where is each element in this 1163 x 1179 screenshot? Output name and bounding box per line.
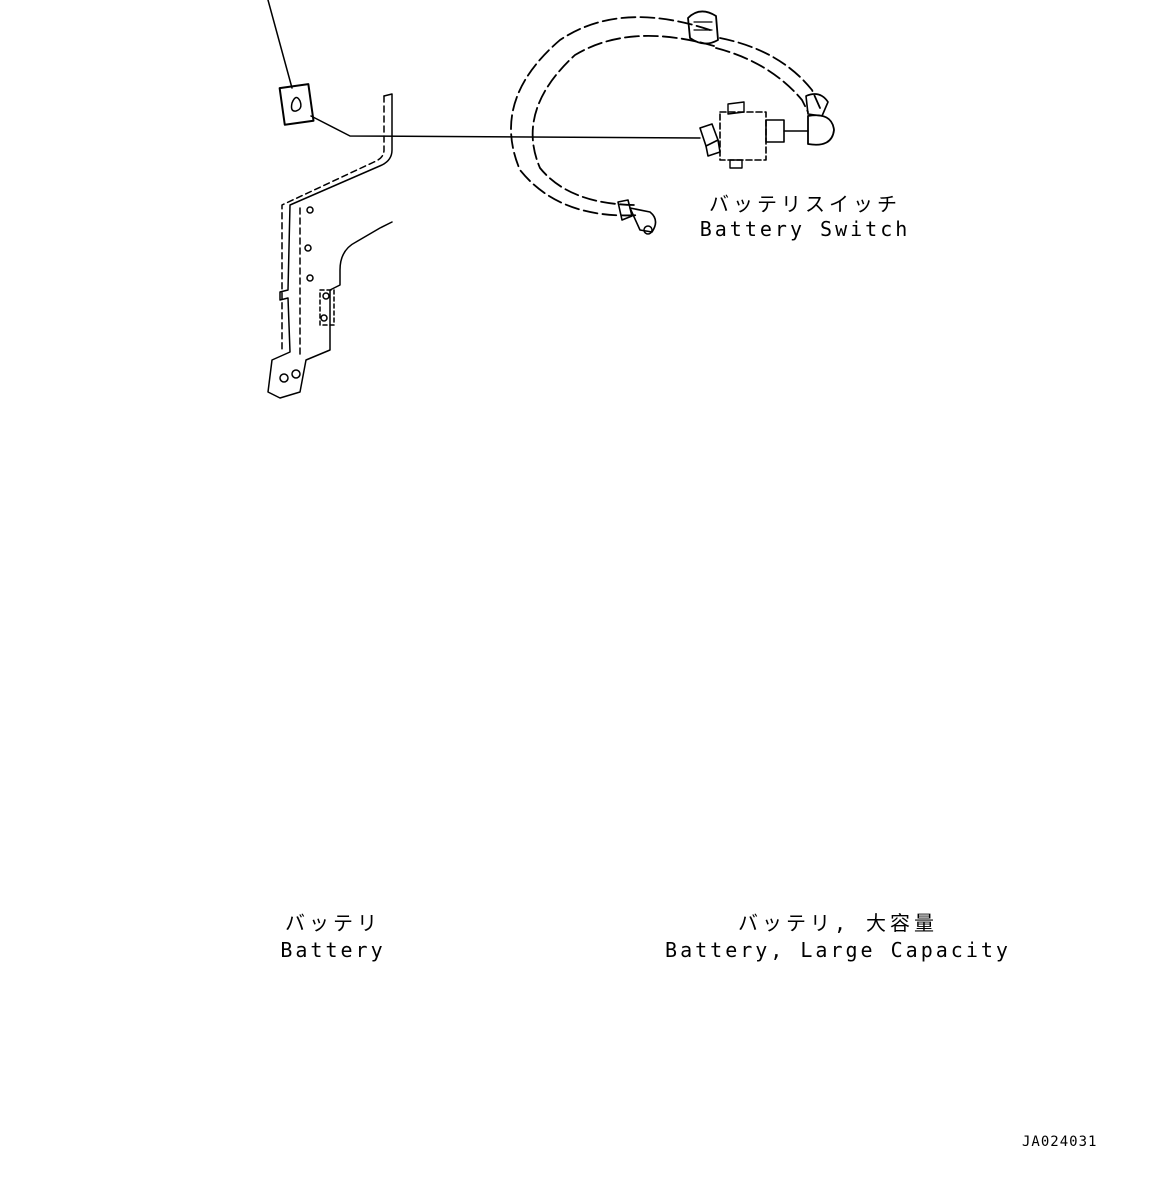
decal-to-switch-line — [310, 115, 701, 139]
battery-cable — [510, 10, 821, 235]
decal-leader-line — [267, 0, 293, 89]
battery-switch-assembly — [267, 0, 835, 399]
battery-large-label-en: Battery, Large Capacity — [665, 938, 1011, 962]
battery-label-en: Battery — [280, 938, 386, 962]
warning-decal — [278, 83, 315, 126]
battery-large-label-jp: バッテリ, 大容量 — [737, 911, 939, 935]
mounting-bracket — [267, 93, 393, 399]
battery-label-jp: バッテリ — [285, 911, 381, 935]
drawing-code: JA024031 — [1022, 1134, 1098, 1150]
battery-switch-label-en: Battery Switch — [699, 217, 911, 241]
battery-switch — [699, 93, 835, 169]
battery-switch-label-jp: バッテリスイッチ — [709, 192, 901, 216]
